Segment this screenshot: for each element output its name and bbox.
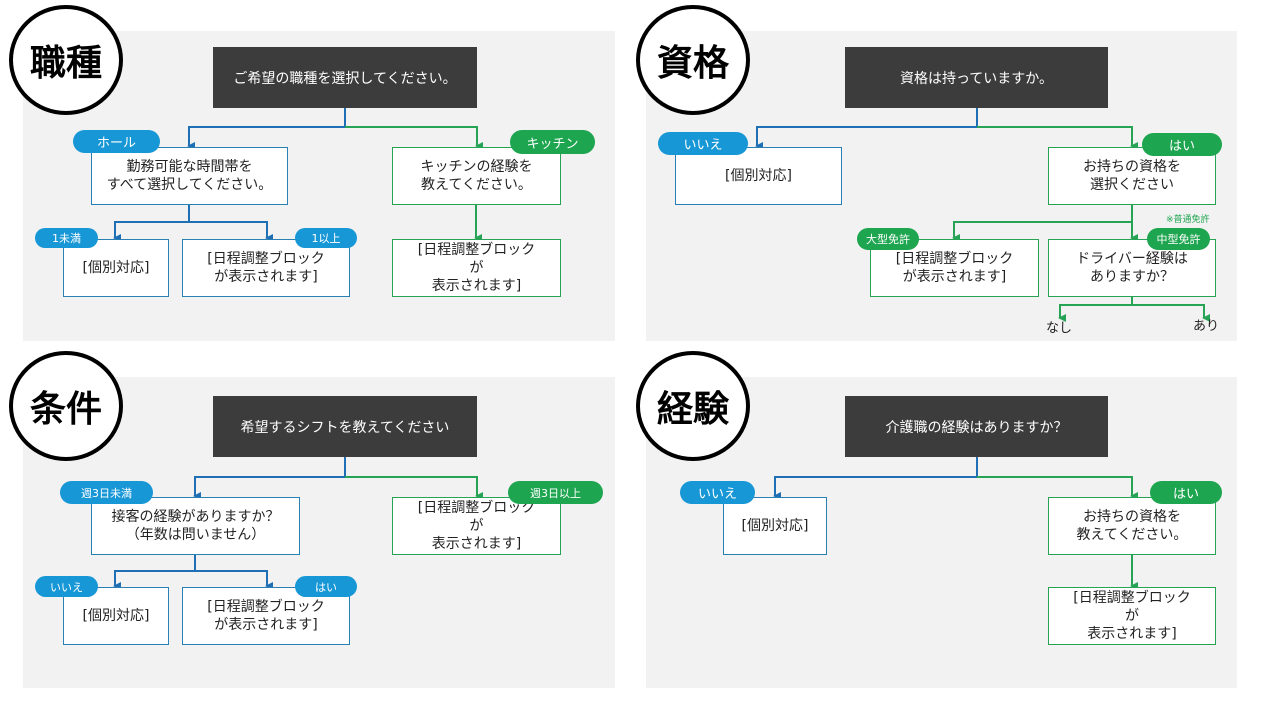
box-experience-no: [個別対応]	[723, 497, 827, 555]
badge-license-no: いいえ	[658, 132, 748, 155]
connector-license-no	[755, 108, 978, 150]
question-condition: 希望するシフトを教えてください	[213, 396, 477, 457]
box-job-more: [日程調整ブロック が表示されます]	[182, 239, 350, 297]
question-job: ご希望の職種を選択してください。	[213, 47, 477, 108]
label-none: なし	[1046, 321, 1073, 336]
badge-job-less: 1未満	[35, 228, 98, 248]
connector-condition-under	[193, 457, 346, 500]
section-title-condition: 条件	[9, 351, 123, 461]
badge-job-more: 1以上	[295, 228, 357, 248]
box-hall: 勤務可能な時間帯を すべて選択してください。	[91, 147, 288, 205]
box-kitchen-result: [日程調整ブロック が 表示されます]	[392, 239, 561, 297]
section-title-job: 職種	[9, 5, 123, 115]
connector-license-large	[952, 204, 1133, 242]
connector-job-hall	[187, 108, 346, 150]
box-experience-result: [日程調整ブロック が 表示されます]	[1048, 587, 1216, 645]
connector-job-more	[189, 221, 273, 242]
question-license: 資格は持っていますか。	[845, 47, 1108, 108]
badge-condition-no: いいえ	[35, 576, 98, 597]
box-experience-yes: お持ちの資格を 教えてください。	[1048, 497, 1216, 555]
connector-job-kitchen	[345, 126, 483, 150]
box-kitchen: キッチンの経験を 教えてください。	[392, 147, 561, 205]
badge-experience-no: いいえ	[680, 481, 755, 504]
connector-experience-no	[773, 457, 978, 500]
box-condition-under: 接客の経験がありますか？ （年数は問いません）	[91, 497, 300, 555]
badge-kitchen: キッチン	[510, 130, 595, 154]
box-license-no: [個別対応]	[675, 147, 842, 205]
badge-hall: ホール	[73, 130, 160, 153]
question-experience: 介護職の経験はありますか？	[845, 396, 1108, 457]
section-title-experience: 経験	[636, 351, 750, 461]
note-regular-license: ※普通免許	[1166, 215, 1210, 225]
badge-license-large: 大型免許	[857, 228, 919, 250]
connector-condition-no	[113, 554, 196, 590]
badge-license-medium: 中型免許	[1147, 228, 1210, 250]
connector-license-none	[1058, 296, 1133, 322]
connector-job-less	[113, 204, 190, 242]
badge-condition-under: 週3日未満	[60, 481, 153, 504]
label-has: あり	[1193, 319, 1220, 334]
connector-experience-yes	[977, 476, 1138, 500]
box-condition-over: [日程調整ブロック が 表示されます]	[392, 497, 561, 555]
badge-condition-yes: はい	[295, 576, 357, 597]
badge-experience-yes: はい	[1150, 481, 1222, 504]
box-job-less: [個別対応]	[63, 239, 169, 297]
section-title-license: 資格	[636, 5, 750, 115]
badge-condition-over: 週3日以上	[508, 481, 603, 504]
connector-condition-yes	[195, 570, 273, 590]
connector-condition-over	[345, 476, 483, 500]
connector-license-yes	[977, 126, 1138, 150]
badge-license-yes: はい	[1142, 133, 1222, 156]
connector-license-has	[1132, 304, 1210, 322]
